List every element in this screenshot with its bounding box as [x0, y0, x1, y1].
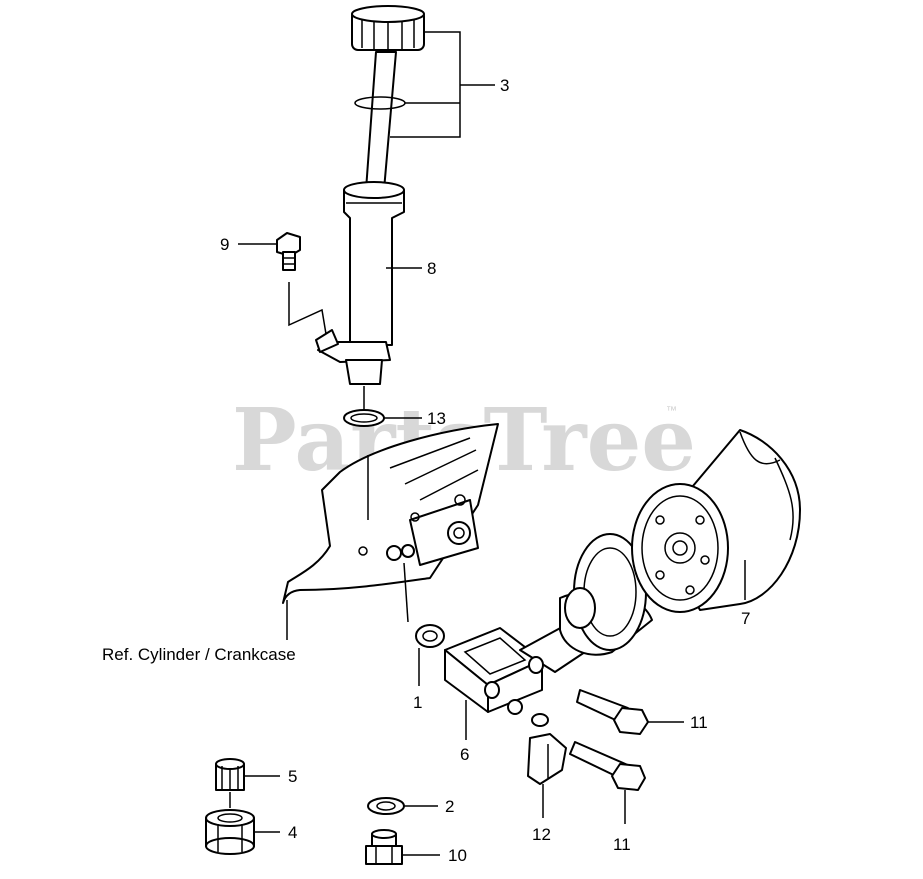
- crankcase-reference-shape: [282, 423, 499, 604]
- callout-10: 10: [448, 846, 467, 865]
- bolt-9[interactable]: [276, 232, 301, 271]
- callout-11-lower: 11: [613, 835, 631, 854]
- drain-plug-10[interactable]: [365, 829, 403, 865]
- gear-rotor-4[interactable]: [205, 809, 255, 855]
- callout-3: 3: [500, 76, 509, 95]
- callout-2: 2: [445, 797, 454, 816]
- seal-ring-1[interactable]: [415, 624, 445, 648]
- bolt-11-lower[interactable]: [569, 741, 646, 791]
- clip-12[interactable]: [527, 713, 567, 785]
- callout-1: 1: [413, 693, 422, 712]
- watermark-trademark: ™: [666, 405, 677, 417]
- washer-2[interactable]: [367, 797, 405, 815]
- dipstick-assembly[interactable]: [351, 5, 425, 191]
- reference-label: Ref. Cylinder / Crankcase: [102, 645, 296, 664]
- o-ring-13[interactable]: [343, 409, 385, 427]
- bolt-11-upper[interactable]: [576, 689, 649, 735]
- callout-8: 8: [427, 259, 436, 278]
- callout-11-upper: 11: [690, 713, 708, 732]
- filter-adapter[interactable]: [444, 533, 653, 715]
- callout-13: 13: [427, 409, 446, 428]
- callout-9: 9: [220, 235, 229, 254]
- callout-5: 5: [288, 767, 297, 786]
- callout-6: 6: [460, 745, 469, 764]
- callout-4: 4: [288, 823, 297, 842]
- callout-7: 7: [741, 609, 750, 628]
- oil-filter[interactable]: [631, 429, 801, 613]
- dipstick-tube[interactable]: [315, 181, 405, 385]
- gear-5[interactable]: [215, 758, 245, 791]
- callout-12: 12: [532, 825, 551, 844]
